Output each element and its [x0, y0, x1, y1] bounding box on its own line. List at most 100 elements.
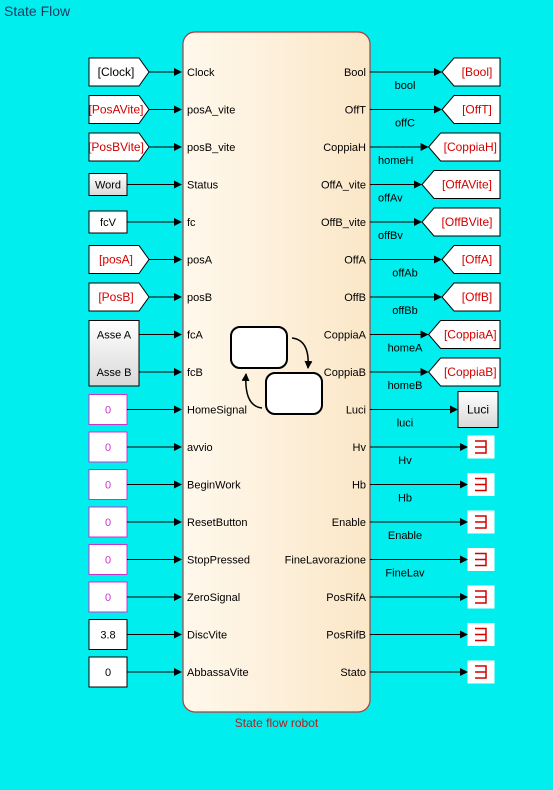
signal-name-label: Hb	[398, 493, 412, 505]
input-port-posa_vite: posA_vite	[187, 105, 235, 117]
input-port-posa: posA	[187, 255, 213, 267]
state-icon-a	[230, 326, 288, 369]
terminator-icon	[475, 590, 487, 604]
input-port-clock: Clock	[187, 67, 215, 79]
input-port-status: Status	[187, 180, 219, 192]
goto-block[interactable]	[427, 320, 501, 349]
constant-value: 0	[105, 480, 111, 492]
goto-block-label: [OffB]	[462, 290, 492, 304]
signal-name-label: offAv	[378, 193, 403, 205]
constant-block[interactable]	[88, 469, 128, 500]
output-port-finelavorazione: FineLavorazione	[285, 555, 366, 567]
signal-name-label: offBb	[392, 305, 418, 317]
constant-value: 0	[105, 555, 111, 567]
output-port-coppiah: CoppiaH	[323, 142, 366, 154]
constant-block[interactable]	[88, 431, 128, 463]
signal-name-label: offC	[395, 118, 415, 130]
source-block-label: fcV	[100, 217, 117, 229]
terminator-icon	[475, 440, 487, 454]
goto-block[interactable]	[441, 57, 501, 87]
signal-name-label: Enable	[388, 530, 422, 542]
terminator-icon	[475, 627, 487, 642]
source-block-label: Word	[95, 180, 121, 192]
from-block[interactable]	[88, 57, 150, 87]
input-port-abbassavite: AbbassaVite	[187, 667, 249, 679]
output-port-posrifa: PosRifA	[326, 592, 366, 604]
constant-block[interactable]	[88, 619, 128, 650]
goto-block[interactable]	[441, 282, 501, 312]
output-port-offb: OffB	[344, 292, 366, 304]
signal-name-label: offBv	[378, 230, 403, 242]
signal-name-label: FineLav	[385, 568, 425, 580]
subsystem-port-label: Asse A	[97, 330, 132, 342]
goto-block-label: [CoppiaB]	[444, 365, 497, 379]
subsystem-port-label: Asse B	[97, 367, 132, 379]
state-icon-b	[265, 372, 323, 415]
constant-value: 0	[105, 592, 111, 604]
input-port-posb: posB	[187, 292, 212, 304]
output-port-bool: Bool	[344, 67, 366, 79]
input-port-avvio: avvio	[187, 442, 213, 454]
signal-name-label: homeB	[388, 380, 423, 392]
goto-block-label: [OffBVite]	[442, 215, 493, 229]
output-port-offt: OffT	[345, 105, 366, 117]
from-block[interactable]	[88, 282, 150, 312]
signal-name-label: homeH	[378, 155, 414, 167]
constant-value: 0	[105, 442, 111, 454]
constant-block[interactable]	[88, 581, 128, 613]
constant-value: 3.8	[100, 630, 115, 642]
input-port-homesignal: HomeSignal	[187, 405, 247, 417]
goto-block[interactable]	[421, 170, 501, 199]
output-port-offa_vite: OffA_vite	[321, 180, 366, 192]
transition-arrow-icon	[241, 373, 263, 409]
constant-value: 0	[105, 667, 111, 679]
from-block[interactable]	[88, 95, 150, 124]
input-port-fc: fc	[187, 217, 196, 229]
goto-block-label: [OffA]	[462, 253, 492, 267]
constant-block[interactable]	[88, 544, 128, 575]
terminator-icon	[475, 477, 487, 492]
canvas-title: State Flow	[4, 3, 71, 19]
input-port-discvite: DiscVite	[187, 630, 227, 642]
output-port-stato: Stato	[340, 667, 366, 679]
output-port-hv: Hv	[353, 442, 367, 454]
constant-block[interactable]	[88, 656, 128, 688]
goto-block[interactable]	[441, 245, 501, 274]
terminator-icon	[475, 515, 487, 529]
goto-block-label: [Bool]	[462, 65, 493, 79]
goto-block[interactable]	[427, 357, 501, 387]
constant-block[interactable]	[88, 394, 128, 425]
goto-block-label: [CoppiaH]	[444, 140, 497, 154]
terminator-icon	[475, 552, 487, 567]
terminator-icon	[475, 665, 487, 679]
output-port-offb_vite: OffB_vite	[321, 217, 366, 229]
constant-block[interactable]	[88, 506, 128, 538]
goto-block[interactable]	[427, 132, 501, 162]
from-block-label: [posA]	[99, 253, 133, 267]
chart-block-name: State flow robot	[235, 716, 319, 730]
luci-display-block[interactable]	[457, 391, 499, 428]
input-port-zerosignal: ZeroSignal	[187, 592, 240, 604]
from-block[interactable]	[88, 245, 150, 274]
output-port-offa: OffA	[344, 255, 366, 267]
signal-name-label: Hv	[398, 455, 412, 467]
transition-arrow-icon	[291, 337, 313, 369]
from-block[interactable]	[88, 132, 150, 162]
input-port-fca: fcA	[187, 330, 204, 342]
goto-block[interactable]	[441, 95, 501, 124]
output-port-hb: Hb	[352, 480, 366, 492]
output-port-posrifb: PosRifB	[326, 630, 366, 642]
input-port-posb_vite: posB_vite	[187, 142, 235, 154]
constant-value: 0	[105, 405, 111, 417]
asse-subsystem-block[interactable]	[88, 320, 140, 387]
from-block-label: [PosAVite]	[89, 103, 144, 117]
signal-name-label: homeA	[388, 343, 424, 355]
from-block-label: [PosBVite]	[88, 140, 144, 154]
goto-block[interactable]	[421, 207, 501, 237]
output-port-coppiab: CoppiaB	[324, 367, 366, 379]
goto-block-label: [CoppiaA]	[444, 328, 497, 342]
goto-block-label: [OffAVite]	[442, 178, 492, 192]
input-port-resetbutton: ResetButton	[187, 517, 248, 529]
